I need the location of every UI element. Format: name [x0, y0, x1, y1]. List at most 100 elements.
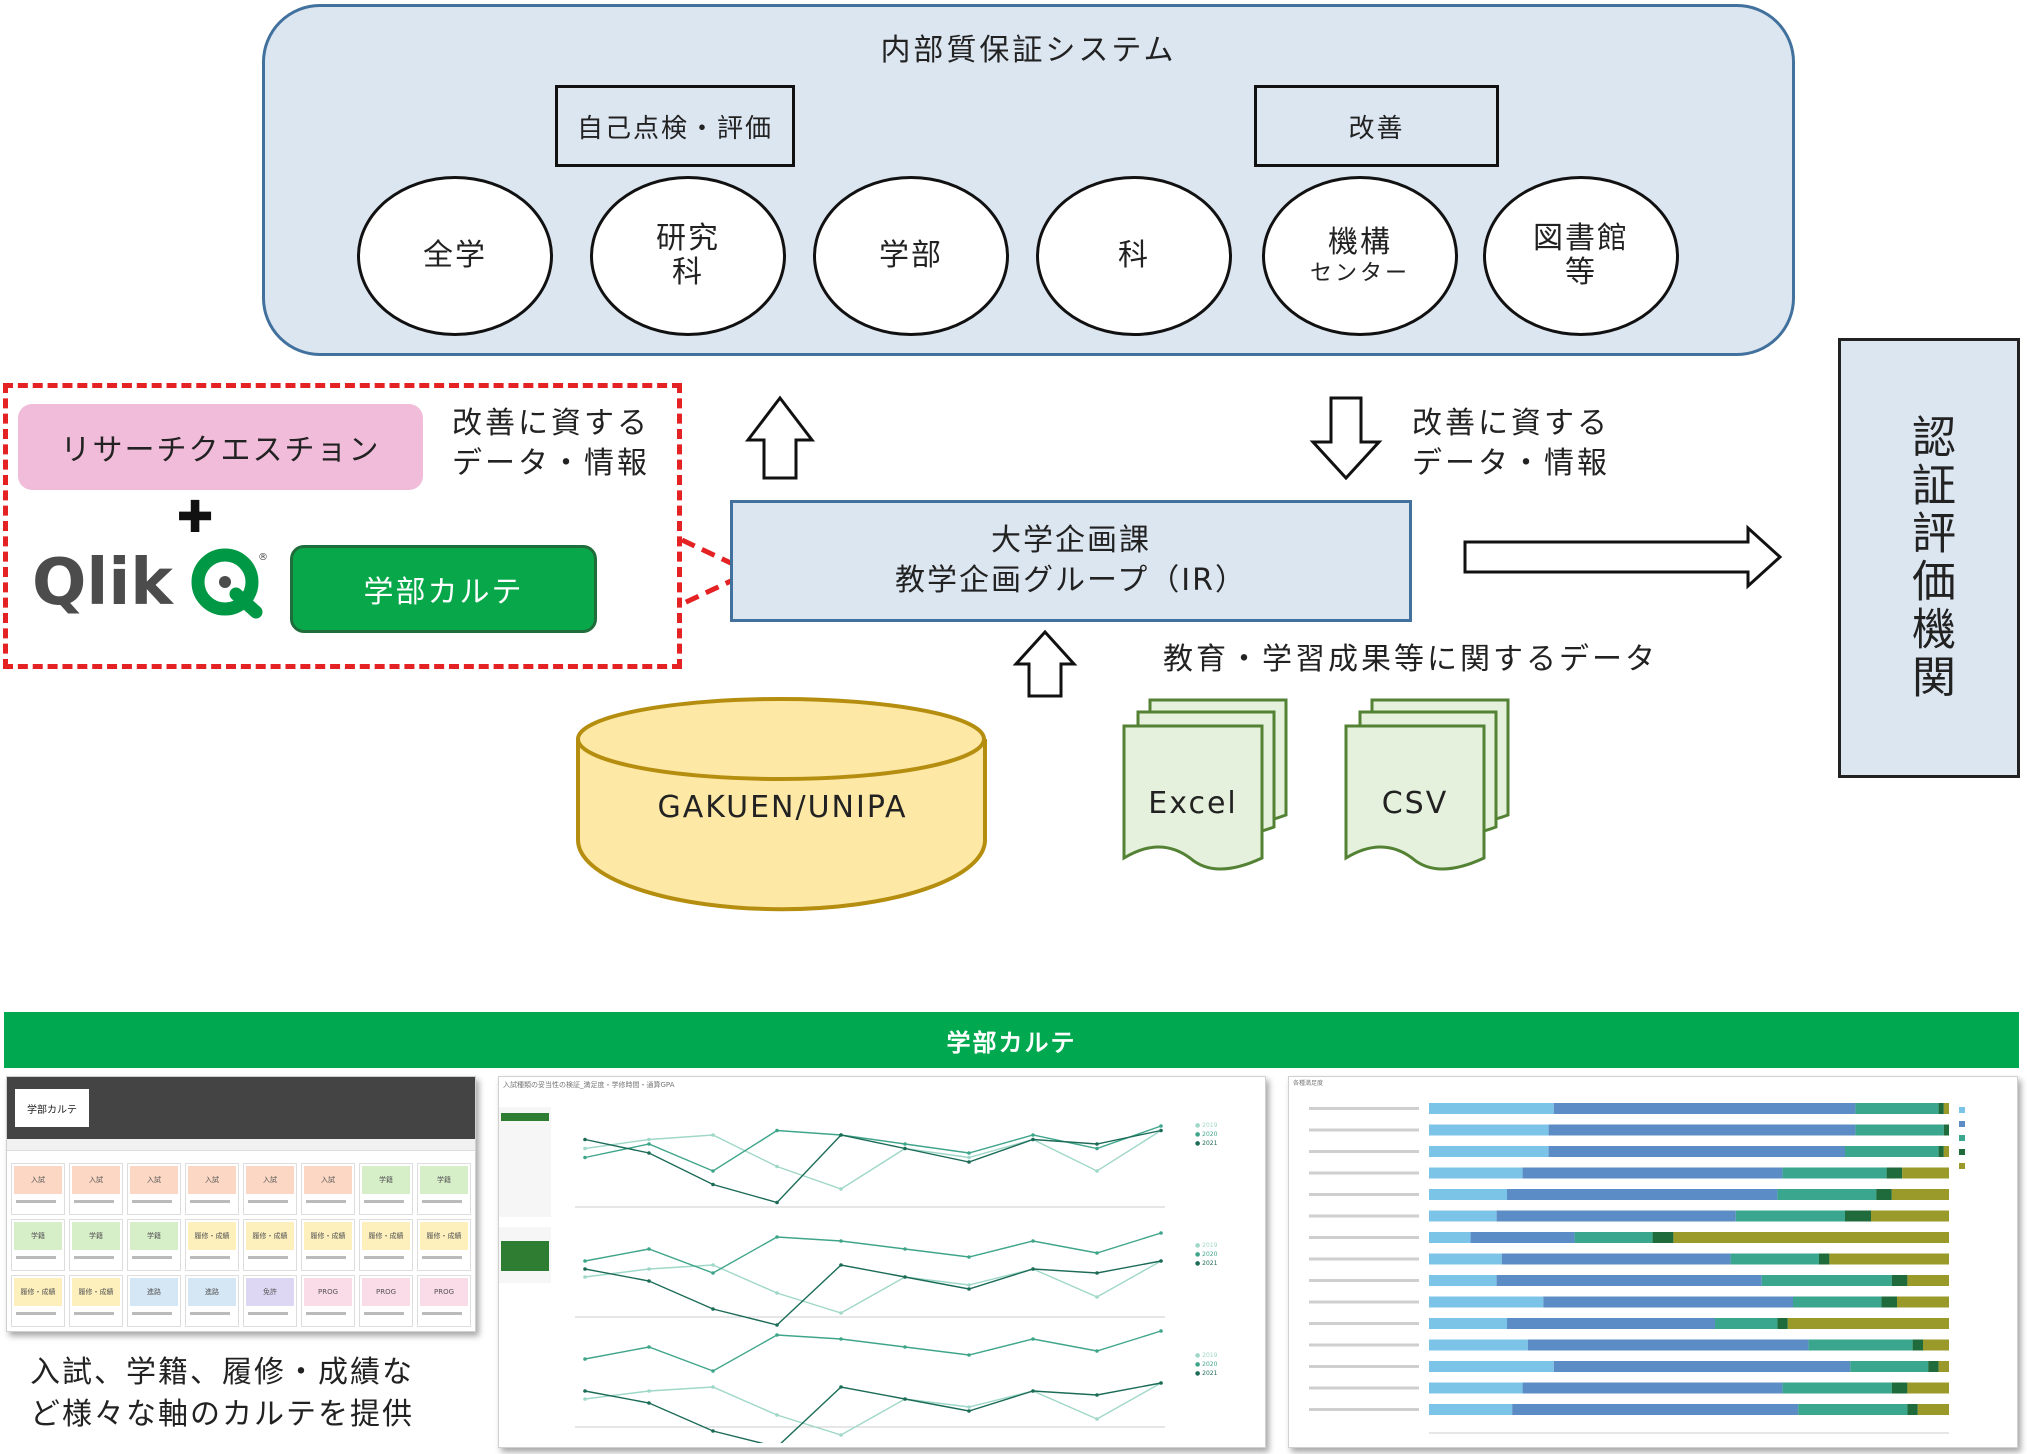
bar-segment [1897, 1296, 1949, 1308]
tile-caption-line [422, 1312, 462, 1315]
karte-menu-tile[interactable]: 学籍 [359, 1163, 413, 1215]
org-unit-ellipse: 機構センター [1262, 176, 1458, 336]
legend-swatch [1959, 1149, 1965, 1155]
karte-menu-tile[interactable]: 入試 [243, 1163, 297, 1215]
data-point [711, 1271, 715, 1275]
karte-menu-tile[interactable]: 入試 [301, 1163, 355, 1215]
bar-segment [1548, 1146, 1845, 1157]
data-point [903, 1275, 907, 1279]
qlik-logo-icon: ® [191, 548, 268, 619]
tile-caption-line [306, 1312, 346, 1315]
data-point [583, 1259, 587, 1263]
bar-segment [1730, 1253, 1819, 1265]
tile-category: PROG [420, 1278, 468, 1306]
right-arrow-icon [1463, 524, 1783, 590]
legend-swatch [1959, 1163, 1965, 1169]
legend-entry: ● 2021 [1195, 1260, 1218, 1267]
bar-segment [1850, 1361, 1929, 1372]
tile-category: 学籍 [14, 1222, 62, 1250]
bar-segment [1543, 1296, 1793, 1308]
tile-caption-line [16, 1200, 56, 1203]
karte-menu-tile[interactable]: 学籍 [127, 1219, 181, 1271]
bar-segment [1829, 1253, 1949, 1265]
karte-menu-tile[interactable]: 履修・成績 [185, 1219, 239, 1271]
karte-menu-tile[interactable]: 進路 [185, 1275, 239, 1327]
karte-menu-tile[interactable]: PROG [359, 1275, 413, 1327]
karte-menu-tile[interactable]: 履修・成績 [69, 1275, 123, 1327]
line-chart-screenshot: 入試種類の妥当性の検証_満足度・学修時間・通算GPA ● 2019● 2020●… [498, 1076, 1266, 1448]
karte-menu-tile[interactable]: 履修・成績 [11, 1275, 65, 1327]
data-point [711, 1385, 715, 1389]
tile-category: 履修・成績 [304, 1222, 352, 1250]
ir-office-line2: 教学企画グループ（IR） [895, 563, 1247, 598]
year-filter [499, 1227, 551, 1283]
tile-category: 入試 [246, 1166, 294, 1194]
bar-segment [1943, 1103, 1949, 1114]
karte-menu-tile[interactable]: 履修・成績 [359, 1219, 413, 1271]
data-point [775, 1413, 779, 1417]
karte-menu-tile[interactable]: PROG [417, 1275, 471, 1327]
karte-menu-tile[interactable]: 履修・成績 [417, 1219, 471, 1271]
karte-menu-tile[interactable]: 入試 [185, 1163, 239, 1215]
legend-entry: ● 2019 [1195, 1242, 1218, 1249]
bar-segment [1928, 1361, 1939, 1372]
karte-menu-tile[interactable]: PROG [301, 1275, 355, 1327]
data-point [647, 1401, 651, 1405]
bar-segment [1652, 1232, 1674, 1243]
bar-segment [1548, 1124, 1856, 1136]
legend-swatch [1959, 1121, 1965, 1127]
menu-toolbar [7, 1139, 475, 1151]
qa-system-title: 内部質保証システム [880, 33, 1177, 68]
stacked-bar-chart [1309, 1103, 1965, 1434]
karte-menu-tile[interactable]: 履修・成績 [301, 1219, 355, 1271]
karte-menu-tile[interactable]: 学籍 [417, 1163, 471, 1215]
org-unit-label: 全学 [423, 237, 487, 273]
tile-caption-line [132, 1312, 172, 1315]
data-point [1031, 1389, 1035, 1393]
karte-menu-tile[interactable]: 学籍 [69, 1219, 123, 1271]
analysis-tools-frame [3, 383, 682, 669]
tile-caption-line [248, 1200, 288, 1203]
karte-menu-tile[interactable]: 進路 [127, 1275, 181, 1327]
bar-segment [1907, 1275, 1949, 1286]
bar-segment [1782, 1382, 1892, 1394]
legend-entry: ● 2020 [1195, 1251, 1218, 1258]
data-point [967, 1151, 971, 1155]
data-point [775, 1235, 779, 1239]
tile-category: 学籍 [420, 1166, 468, 1194]
row-label-placeholder [1309, 1214, 1419, 1218]
data-point [1095, 1146, 1099, 1151]
database-icon [576, 697, 987, 912]
legend-entry: ● 2020 [1195, 1361, 1218, 1368]
svg-text:®: ® [258, 552, 268, 563]
karte-menu-tile[interactable]: 入試 [11, 1163, 65, 1215]
bar-segment [1943, 1146, 1949, 1157]
tile-category: 履修・成績 [188, 1222, 236, 1250]
series-line-2020 [584, 1330, 1162, 1372]
tile-category: 進路 [188, 1278, 236, 1306]
data-point [1159, 1329, 1163, 1333]
bar-segment [1886, 1167, 1903, 1179]
bar-segment [1782, 1167, 1887, 1179]
bar-segment [1891, 1275, 1908, 1286]
tile-caption-line [306, 1256, 346, 1259]
karte-menu-tile[interactable]: 免許 [243, 1275, 297, 1327]
karte-menu-tile[interactable]: 入試 [69, 1163, 123, 1215]
bar-chart-header: 各種満足度 [1293, 1080, 1324, 1087]
series-line-2021 [584, 1382, 1162, 1443]
karte-menu-tile[interactable]: 学籍 [11, 1219, 65, 1271]
bar-segment [1527, 1339, 1809, 1351]
bar-segment [1522, 1167, 1783, 1179]
karte-menu-tile[interactable]: 入試 [127, 1163, 181, 1215]
data-point [1095, 1251, 1099, 1255]
bar-segment [1429, 1382, 1523, 1394]
bar-segment [1923, 1339, 1949, 1351]
tile-category: 入試 [72, 1166, 120, 1194]
data-point [647, 1247, 651, 1251]
bar-segment [1429, 1124, 1549, 1136]
bar-segment [1808, 1339, 1913, 1351]
data-point [1095, 1142, 1099, 1146]
bar-segment [1507, 1318, 1715, 1329]
karte-menu-tile[interactable]: 履修・成績 [243, 1219, 297, 1271]
bar-chart-screenshot: 各種満足度 [1288, 1076, 2018, 1448]
